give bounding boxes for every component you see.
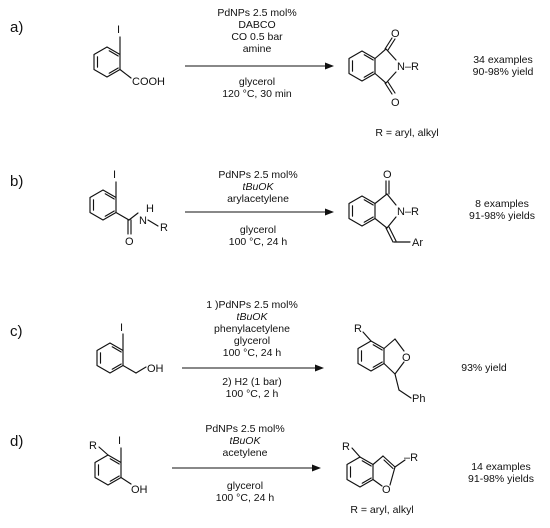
oxygen-atom: O [383, 169, 392, 181]
reactant-c: I OH [96, 322, 164, 375]
svg-text:120 °C, 30 min: 120 °C, 30 min [222, 88, 292, 100]
phenyl-group: Ph [412, 393, 425, 405]
oxygen-atom: O [382, 484, 391, 496]
product-c: R O Ph [354, 323, 425, 405]
oh-group: OH [147, 363, 164, 375]
iodine-atom: I [113, 169, 116, 181]
r-group-note-a: R = aryl, alkyl [375, 127, 438, 139]
svg-text:93% yield: 93% yield [461, 362, 507, 374]
conditions-above-c: 1 )PdNPs 2.5 mol% tBuOK phenylacetylene … [206, 299, 298, 359]
product-b: O N–R Ar [348, 169, 423, 249]
conditions-below-b: glycerol 100 °C, 24 h [229, 224, 288, 248]
cooh-group: COOH [132, 76, 165, 88]
svg-text:tBuOK: tBuOK [230, 435, 262, 447]
svg-text:PdNPs 2.5 mol%: PdNPs 2.5 mol% [217, 7, 296, 19]
svg-text:tBuOK: tBuOK [243, 181, 275, 193]
svg-text:acetylene: acetylene [223, 447, 268, 459]
svg-text:DABCO: DABCO [238, 19, 275, 31]
conditions-below-a: glycerol 120 °C, 30 min [222, 76, 292, 100]
svg-text:glycerol: glycerol [240, 224, 276, 236]
iodine-atom: I [120, 322, 123, 334]
svg-text:1 )PdNPs 2.5 mol%: 1 )PdNPs 2.5 mol% [206, 299, 298, 311]
product-d: R O –R [342, 441, 418, 496]
oxygen-atom: O [391, 28, 400, 40]
reactant-d: R I OH [89, 435, 148, 496]
reactant-a: I COOH [93, 24, 165, 88]
svg-text:14 examples: 14 examples [471, 461, 531, 473]
r-group-note-d: R = aryl, alkyl [350, 504, 413, 516]
result-a: 34 examples 90-98% yield [473, 54, 534, 78]
svg-text:tBuOK: tBuOK [237, 311, 269, 323]
svg-text:glycerol: glycerol [227, 480, 263, 492]
scheme-c: c) I OH 1 )PdNPs 2.5 mol% tBuOK phenylac… [10, 299, 507, 405]
aryl-group: Ar [412, 237, 423, 249]
svg-text:8 examples: 8 examples [475, 198, 529, 210]
n-r-group: N–R [397, 206, 419, 218]
nitrogen-atom: N [139, 215, 147, 227]
oxygen-atom: O [402, 352, 411, 364]
svg-text:glycerol: glycerol [239, 76, 275, 88]
conditions-below-d: glycerol 100 °C, 24 h [216, 480, 275, 504]
svg-text:100 °C, 24 h: 100 °C, 24 h [216, 492, 275, 504]
svg-text:glycerol: glycerol [234, 335, 270, 347]
svg-text:100 °C, 24 h: 100 °C, 24 h [229, 236, 288, 248]
svg-text:CO 0.5 bar: CO 0.5 bar [231, 31, 283, 43]
r-group: R [89, 440, 97, 452]
svg-text:34 examples: 34 examples [473, 54, 533, 66]
conditions-above-d: PdNPs 2.5 mol% tBuOK acetylene [205, 423, 284, 459]
svg-text:91-98% yields: 91-98% yields [469, 210, 535, 222]
svg-text:PdNPs 2.5 mol%: PdNPs 2.5 mol% [218, 169, 297, 181]
n-r-group: N–R [397, 61, 419, 73]
conditions-above-a: PdNPs 2.5 mol% DABCO CO 0.5 bar amine [217, 7, 296, 55]
scheme-d-label: d) [10, 433, 23, 450]
iodine-atom: I [118, 435, 121, 447]
svg-text:phenylacetylene: phenylacetylene [214, 323, 290, 335]
result-c: 93% yield [461, 362, 507, 374]
iodine-atom: I [117, 24, 120, 36]
r-group: R [160, 222, 168, 234]
result-d: 14 examples 91-98% yields [468, 461, 534, 485]
svg-text:arylacetylene: arylacetylene [227, 193, 289, 205]
scheme-b: b) I O H N R PdNPs 2.5 mol% tBuOK arylac… [10, 169, 535, 249]
oxygen-atom: O [125, 236, 134, 248]
svg-text:2) H2 (1 bar): 2) H2 (1 bar) [222, 376, 282, 388]
svg-text:90-98% yield: 90-98% yield [473, 66, 534, 78]
svg-text:amine: amine [243, 43, 272, 55]
oxygen-atom: O [391, 97, 400, 109]
r-group: –R [404, 452, 418, 464]
svg-text:100 °C, 2 h: 100 °C, 2 h [226, 388, 279, 400]
svg-text:PdNPs 2.5 mol%: PdNPs 2.5 mol% [205, 423, 284, 435]
product-a: O O N–R [348, 28, 419, 109]
scheme-b-label: b) [10, 173, 23, 190]
hydrogen-atom: H [146, 203, 154, 215]
scheme-c-label: c) [10, 323, 23, 340]
conditions-above-b: PdNPs 2.5 mol% tBuOK arylacetylene [218, 169, 297, 205]
scheme-a: a) I COOH PdNPs 2.5 mol% DABCO CO 0.5 ba… [10, 7, 534, 139]
svg-text:91-98% yields: 91-98% yields [468, 473, 534, 485]
scheme-a-label: a) [10, 19, 23, 36]
reactant-b: I O H N R [89, 169, 168, 248]
r-group: R [342, 441, 350, 453]
conditions-below-c: 2) H2 (1 bar) 100 °C, 2 h [222, 376, 282, 400]
scheme-d: d) R I OH PdNPs 2.5 mol% tBuOK acetylene… [10, 423, 534, 516]
svg-text:100 °C, 24 h: 100 °C, 24 h [223, 347, 282, 359]
r-group: R [354, 323, 362, 335]
oh-group: OH [131, 484, 148, 496]
result-b: 8 examples 91-98% yields [469, 198, 535, 222]
